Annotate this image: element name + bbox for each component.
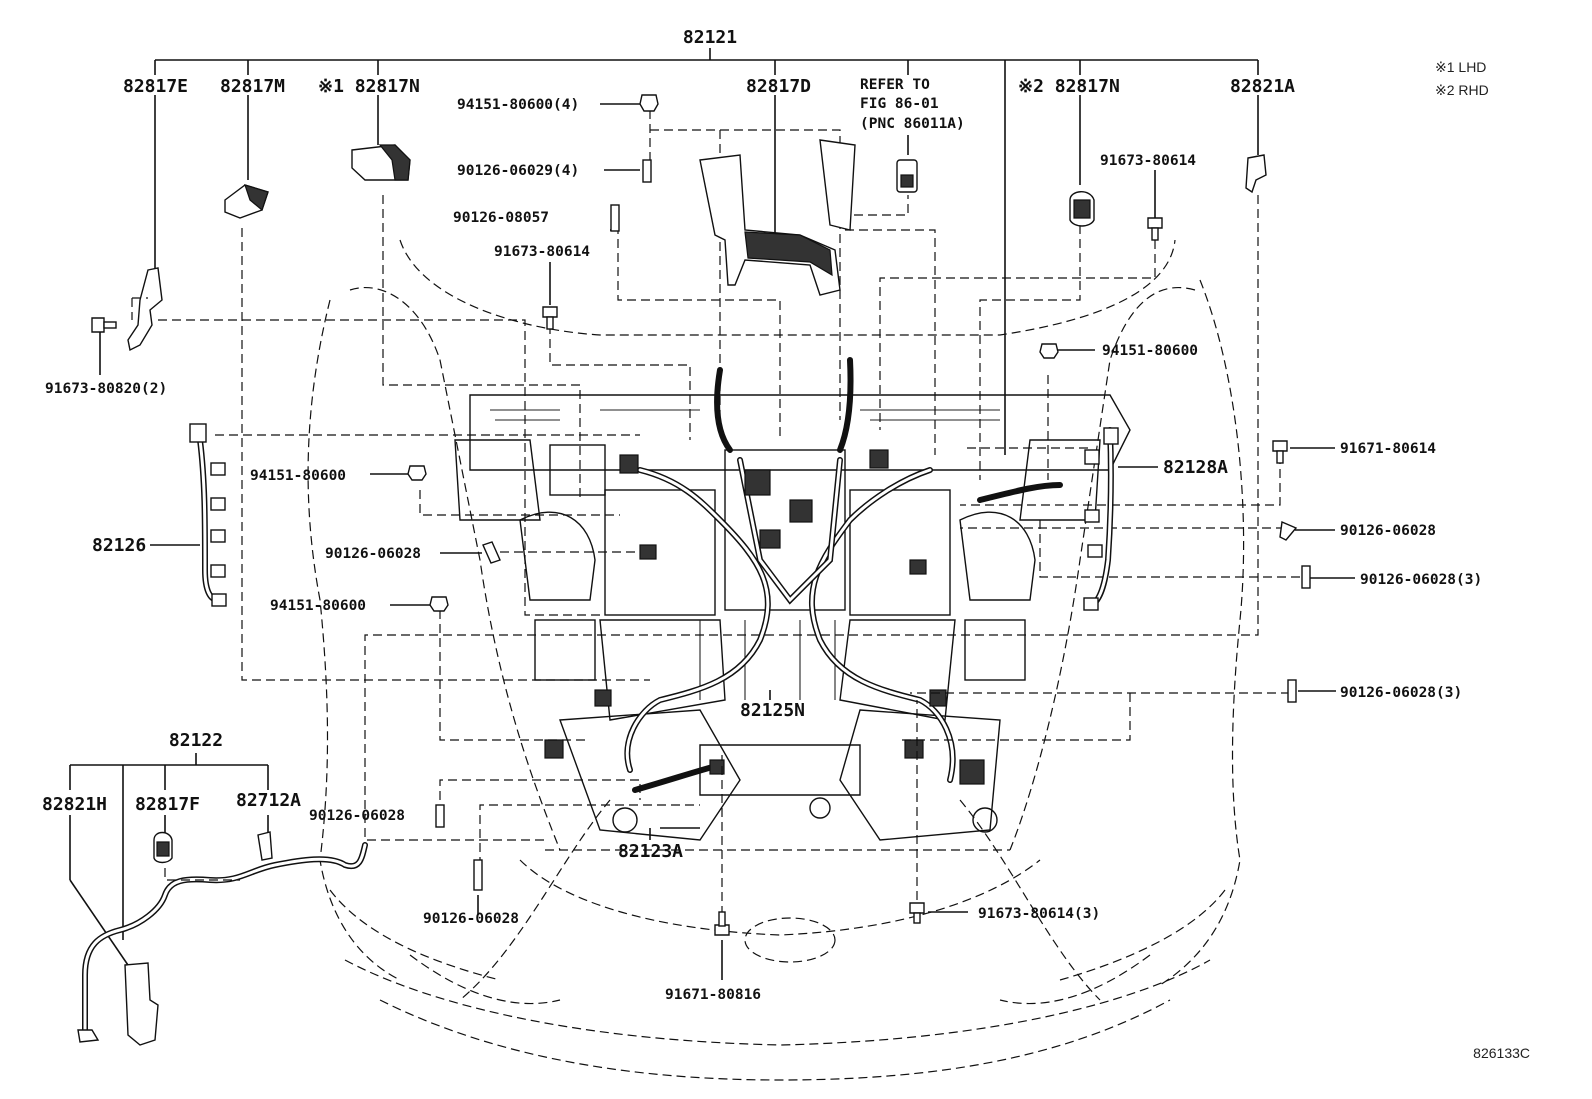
clamp-82817M-icon <box>224 184 269 219</box>
label-91673-80614-3: 91673-80614(3) <box>978 906 1100 922</box>
label-82817D: 82817D <box>746 76 811 97</box>
harness-82128A-icon <box>1083 427 1119 611</box>
label-91673-80614-top: 91673-80614 <box>494 244 590 260</box>
label-82121: 82121 <box>683 27 737 48</box>
harness-82126-icon <box>189 423 227 607</box>
protector-82817N-lhd-icon <box>351 144 411 181</box>
label-94151-80600-left: 94151-80600 <box>250 468 346 484</box>
legend-rhd: ※2 RHD <box>1435 82 1489 98</box>
bolt-icons <box>91 94 1311 936</box>
refer-note-line2: FIG 86-01 <box>860 96 939 112</box>
label-90126-06028-right: 90126-06028 <box>1340 523 1436 539</box>
label-82821A: 82821A <box>1230 76 1295 97</box>
label-94151-80600-left2: 94151-80600 <box>270 598 366 614</box>
label-82817M: 82817M <box>220 76 285 97</box>
label-94151-80600-right: 94151-80600 <box>1102 343 1198 359</box>
label-82128A: 82128A <box>1163 457 1228 478</box>
leader-lines <box>158 110 1300 915</box>
label-90126-06028-bottom: 90126-06028 <box>423 911 519 927</box>
label-90126-06028-low: 90126-06028 <box>309 808 405 824</box>
label-90126-06028-left: 90126-06028 <box>325 546 421 562</box>
main-assembly-bracket <box>154 48 1259 455</box>
label-82817E: 82817E <box>123 76 188 97</box>
label-91671-80614: 91671-80614 <box>1340 441 1436 457</box>
engine-bay <box>454 357 1131 841</box>
label-91671-80816: 91671-80816 <box>665 987 761 1003</box>
label-82123A: 82123A <box>618 841 683 862</box>
label-82817N-lhd: ※1 82817N <box>318 76 420 97</box>
label-82817N-rhd: ※2 82817N <box>1018 76 1120 97</box>
label-90126-08057: 90126-08057 <box>453 210 549 226</box>
label-82817F: 82817F <box>135 794 200 815</box>
label-90126-06029-4: 90126-06029(4) <box>457 163 579 179</box>
label-90126-06028-3-right: 90126-06028(3) <box>1360 572 1482 588</box>
label-91673-80614-right: 91673-80614 <box>1100 153 1196 169</box>
figure-code: 826133C <box>1473 1045 1530 1061</box>
connector-86011A-icon <box>896 159 918 193</box>
label-82122: 82122 <box>169 730 223 751</box>
label-pointers <box>69 95 1355 980</box>
label-90126-06028-3-right2: 90126-06028(3) <box>1340 685 1462 701</box>
label-82712A: 82712A <box>236 790 301 811</box>
clip-82817N-rhd-icon <box>1069 191 1095 227</box>
label-82821H: 82821H <box>42 794 107 815</box>
label-82126: 82126 <box>92 535 146 556</box>
legend-lhd: ※1 LHD <box>1435 59 1486 75</box>
sub-harness-82122-icon <box>77 831 368 1046</box>
bracket-82821A-icon <box>1245 154 1267 194</box>
label-91673-80820-2: 91673-80820(2) <box>45 381 167 397</box>
refer-note-line3: (PNC 86011A) <box>860 116 965 132</box>
harness-bracket-82817E-icon <box>127 267 163 352</box>
bracket-82817D-icon <box>699 139 856 296</box>
refer-note-line1: REFER TO <box>860 77 930 93</box>
label-94151-80600-4: 94151-80600(4) <box>457 97 579 113</box>
label-82125N: 82125N <box>740 700 805 721</box>
part-labels: 82121 ※1 LHD ※2 RHD 82817E 82817M ※1 828… <box>42 27 1530 1061</box>
vehicle-body-outline <box>307 239 1245 1081</box>
